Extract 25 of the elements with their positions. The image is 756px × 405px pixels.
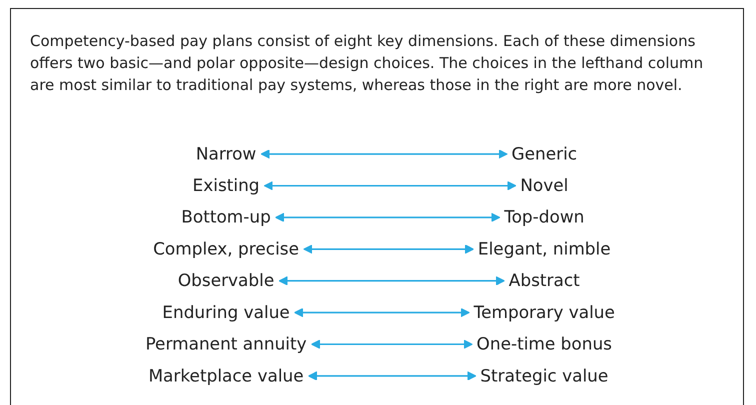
arrow [310, 340, 473, 349]
node-text: Top-down [504, 206, 584, 227]
node-text: Permanent annuity [145, 334, 306, 354]
node-text: Strategic value [480, 365, 608, 386]
arrow [278, 276, 505, 286]
arrow [260, 149, 508, 159]
node-text: Observable [178, 270, 274, 290]
node-text: Marketplace value [148, 365, 304, 386]
node-text: Enduring value [162, 302, 290, 322]
node-text: Complex, precise [152, 238, 299, 259]
arrow [274, 212, 500, 222]
arrow [264, 181, 516, 190]
node-text: Temporary value [473, 302, 615, 322]
node-text: Abstract [508, 270, 580, 290]
node-text: Novel [520, 175, 568, 196]
node-text: Existing [192, 175, 260, 196]
arrow [294, 308, 470, 318]
node-text: Bottom-up [181, 206, 271, 227]
arrow [308, 371, 476, 381]
intro-paragraph: Competency-based pay plans consist of eight key dimensions. Each of these dimensions offers two basic—and polar opposite—design choices. The choices in the lefthand column are most similar to traditional pay systems, whereas those in the right are more novel. [30, 31, 704, 96]
node-text: Generic [511, 143, 577, 164]
node-text: Elegant, nimble [478, 238, 610, 259]
node-text: Narrow [196, 143, 256, 164]
node-text: One-time bonus [476, 334, 612, 354]
arrow [303, 244, 474, 254]
